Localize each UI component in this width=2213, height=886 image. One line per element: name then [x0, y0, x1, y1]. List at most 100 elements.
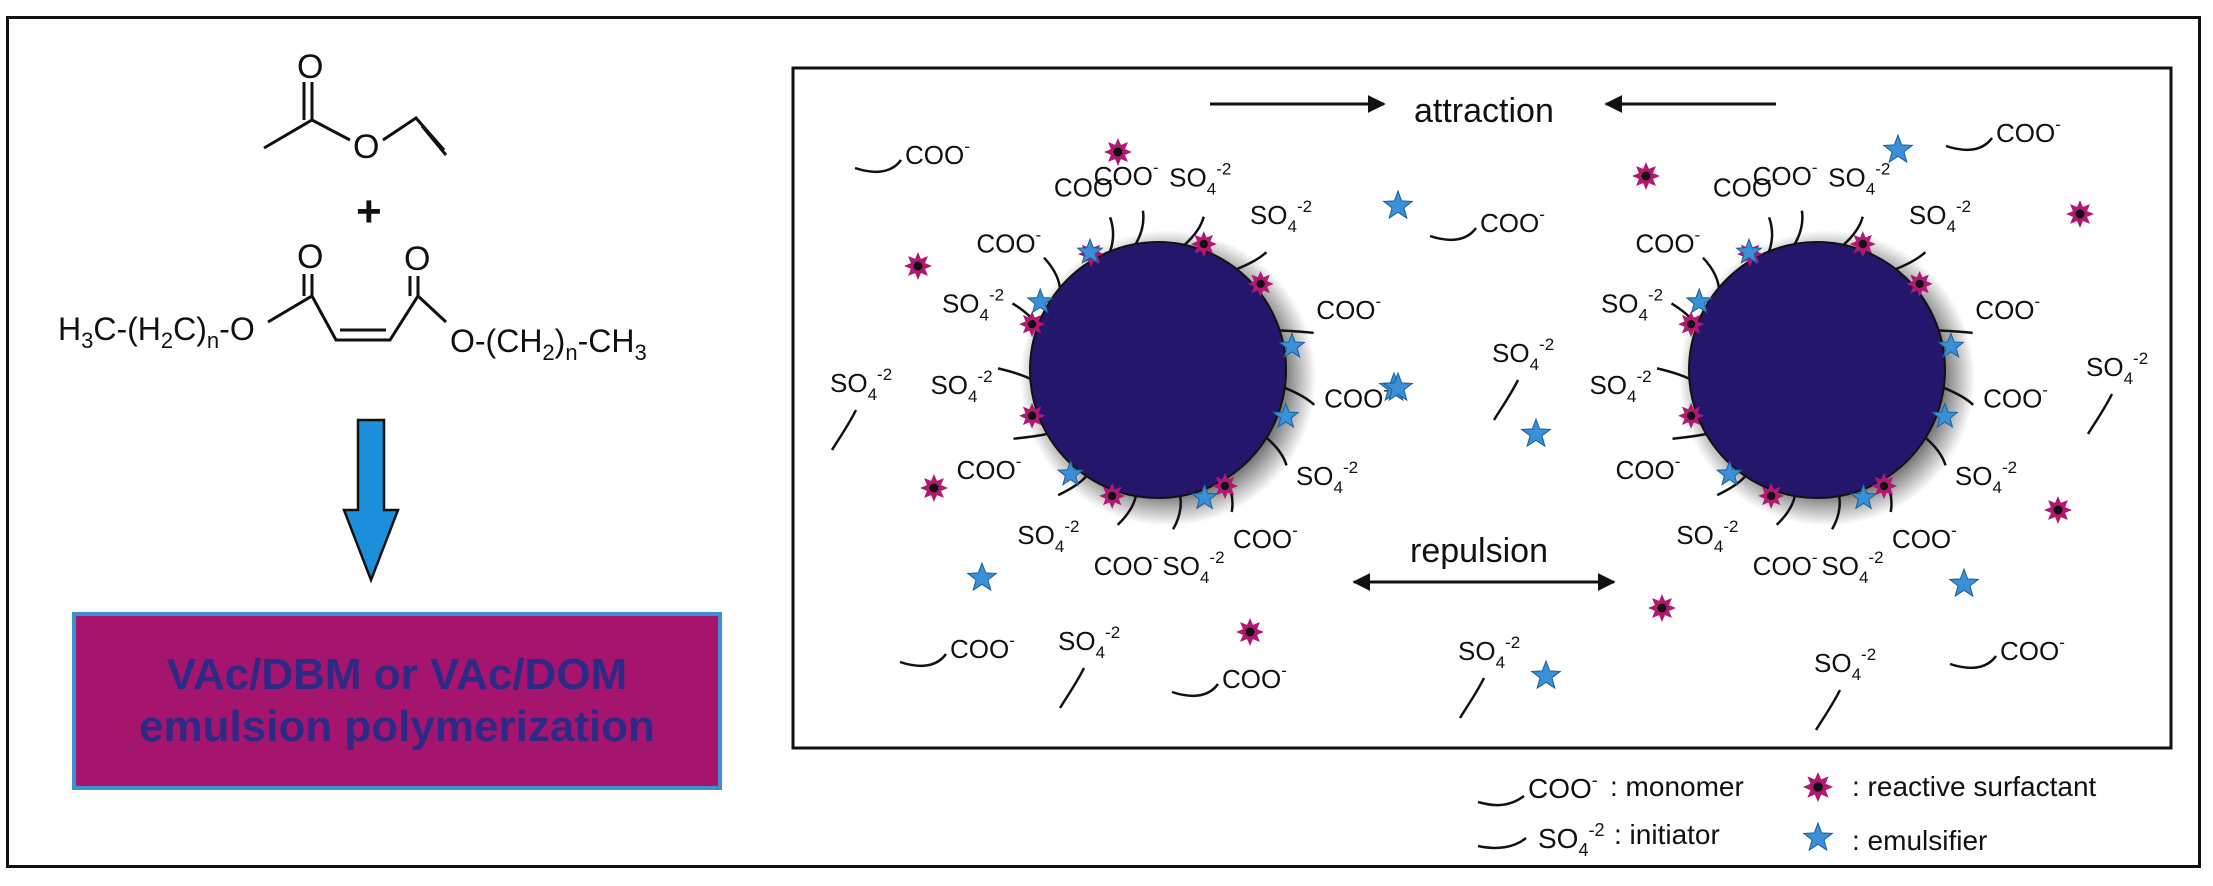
process-box-line1: VAc/DBM or VAc/DOM	[166, 650, 628, 699]
initiator-label: SO4-2	[1676, 517, 1738, 556]
legend-initiator-label: : initiator	[1614, 819, 1720, 850]
reactive-surfactant-icon	[1190, 231, 1217, 258]
reactive-surfactant-icon	[1648, 594, 1676, 622]
initiator-label: SO4-2	[942, 285, 1004, 324]
reactive-surfactant-icon	[1758, 482, 1785, 509]
monomer-label: COO-	[1975, 292, 2040, 325]
reactive-surfactant-icon	[1678, 402, 1705, 429]
monomer-label: COO-	[1996, 115, 2061, 148]
attraction-label: attraction	[1414, 92, 1554, 130]
legend-emulsifier-icon	[1802, 821, 1834, 852]
initiator-label: SO4-2	[1017, 517, 1079, 556]
latex-particle-1: COO-SO4-2SO4-2COO-COO-SO4-2COO-SO4-2COO-…	[930, 158, 1388, 587]
monomer-label: COO-	[1635, 226, 1700, 259]
svg-text:SO4-2: SO4-2	[1538, 820, 1605, 860]
emulsifier-icon	[1382, 189, 1414, 220]
monomer-label: COO-	[976, 226, 1041, 259]
maleate-carbonyl-o-right: O	[404, 240, 430, 278]
monomer-label: COO-	[950, 631, 1015, 664]
dialkyl-maleate-structure	[267, 274, 448, 342]
monomer-label: COO-	[1713, 169, 1778, 202]
reactive-surfactant-icon	[1849, 231, 1876, 258]
initiator-label: SO4-2	[1162, 548, 1224, 587]
emulsifier-icon	[1382, 371, 1414, 402]
chain-tail	[1043, 256, 1062, 288]
reactive-surfactant-icon	[1803, 772, 1833, 802]
initiator-label: SO4-2	[1821, 548, 1883, 587]
vinyl-acetate-ester-o: O	[353, 128, 379, 166]
reactive-surfactant-icon	[1906, 270, 1933, 297]
chain-tail	[1236, 251, 1268, 271]
reactive-surfactant-icon	[1247, 270, 1274, 297]
vinyl-acetate-structure	[263, 82, 448, 156]
chain-tail	[1842, 216, 1864, 246]
chain-tail	[1943, 386, 1975, 406]
monomer-label: COO-	[1983, 381, 2048, 414]
chain-tail	[1183, 216, 1205, 246]
monomer-label: COO-	[1324, 381, 1389, 414]
reactive-surfactant-icon	[1019, 311, 1046, 338]
chain-tail	[1672, 432, 1707, 440]
emulsifier-icon	[1190, 483, 1219, 510]
initiator-label: SO4-2	[930, 367, 992, 406]
repulsion-label: repulsion	[1410, 532, 1548, 570]
initiator-label: SO4-2	[1814, 645, 1876, 684]
monomer-label: COO-	[957, 452, 1022, 485]
monomer-label: COO-	[1316, 292, 1381, 325]
initiator-label: SO4-2	[830, 365, 892, 404]
chain-tail	[1895, 251, 1927, 271]
chain-tail	[1938, 329, 1973, 335]
chain-tail	[1058, 667, 1086, 709]
particle-core	[1688, 241, 1946, 499]
emulsifier-icon	[1882, 133, 1914, 164]
reactive-surfactant-icon	[1104, 138, 1132, 166]
emulsifier-icon	[1520, 417, 1552, 448]
emulsifier-icon	[1278, 331, 1306, 359]
process-box: VAc/DBM or VAc/DOM emulsion polymerizati…	[72, 612, 722, 790]
chain-tail	[1831, 495, 1841, 530]
reactive-surfactant-icon	[1678, 311, 1705, 338]
chain-tail	[1492, 379, 1520, 421]
legend-reactive-surfactant-icon	[1803, 772, 1833, 802]
svg-text:H3C-(H2C)n-O: H3C-(H2C)n-O	[58, 311, 255, 353]
monomer-label: COO-	[1094, 158, 1159, 191]
figure-border	[6, 16, 2201, 868]
chain-tail	[1458, 677, 1486, 719]
emulsifier-icon	[1931, 402, 1959, 429]
chain-tail	[1775, 495, 1797, 526]
legend-reactive-surfactant-label: : reactive surfactant	[1852, 771, 2097, 802]
chain-tail	[1279, 329, 1314, 335]
legend: COO- : monomer SO4-2 : initiator : react…	[1477, 770, 2097, 860]
chain-tail	[1134, 210, 1145, 245]
chain-tail	[2086, 393, 2114, 435]
reactive-surfactant-icon	[1212, 473, 1238, 499]
legend-monomer-label: : monomer	[1610, 771, 1744, 802]
emulsifier-icon	[1937, 331, 1965, 359]
legend-emulsifier-label: : emulsifier	[1852, 825, 1987, 856]
emulsifier-icon	[966, 561, 998, 592]
initiator-label: SO4-2	[1250, 197, 1312, 236]
chain-tail	[1172, 495, 1182, 530]
monomer-label: COO-	[1753, 548, 1818, 581]
chain-tail	[854, 159, 903, 174]
monomer-label: COO-	[1233, 521, 1298, 554]
vinyl-acetate-carbonyl-o: O	[297, 48, 323, 86]
process-box-line2: emulsion polymerization	[139, 702, 655, 751]
emulsifier-icon	[1685, 287, 1713, 314]
particle-core	[1029, 241, 1287, 499]
chain-tail	[1949, 655, 1998, 670]
chain-tail	[1265, 436, 1288, 466]
chain-tail	[997, 367, 1031, 381]
initiator-label: SO4-2	[1589, 367, 1651, 406]
monomer-label: COO-	[1054, 169, 1119, 202]
initiator-label: SO4-2	[1296, 458, 1358, 497]
chain-tail	[1702, 256, 1721, 288]
initiator-label: SO4-2	[1492, 335, 1554, 374]
chain-tail	[830, 409, 858, 451]
emulsifier-icon	[1056, 459, 1085, 486]
chain-tail	[1116, 495, 1138, 526]
monomer-label: COO-	[1094, 548, 1159, 581]
svg-text:O-(CH2)n-CH3: O-(CH2)n-CH3	[450, 323, 647, 365]
reactive-surfactant-icon	[1871, 473, 1897, 499]
emulsifier-icon	[1272, 402, 1300, 429]
